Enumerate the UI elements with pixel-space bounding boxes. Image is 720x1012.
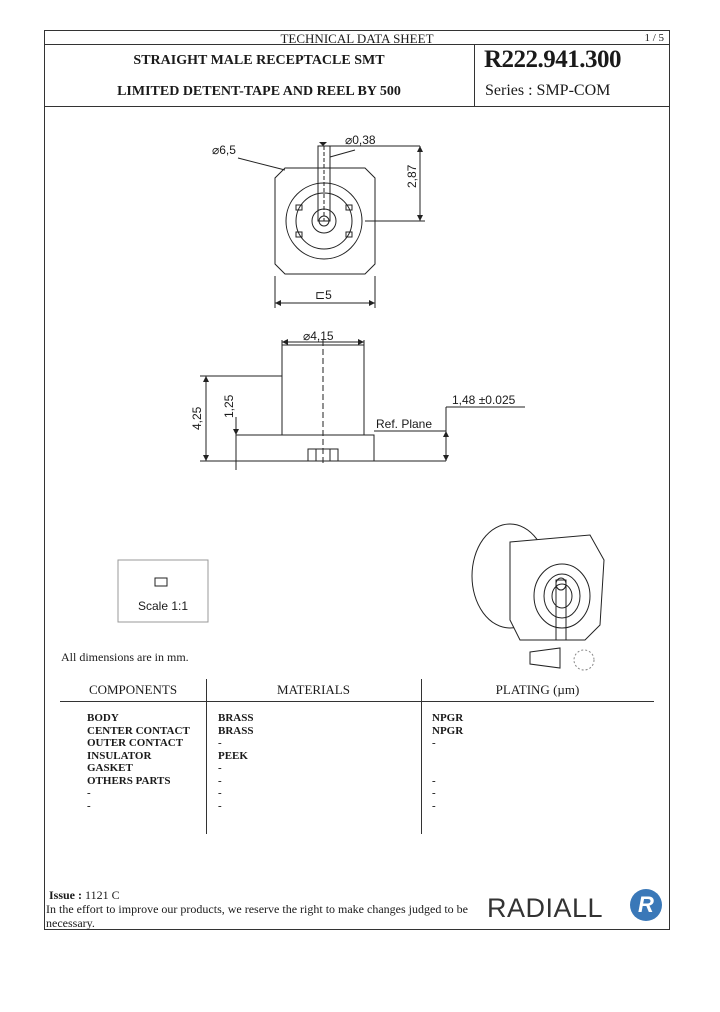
table-cell: BRASS xyxy=(218,724,254,737)
table-column-components: BODY CENTER CONTACT OUTER CONTACT INSULA… xyxy=(87,712,190,812)
dim-square: ⊏5 xyxy=(315,288,332,302)
product-subtitle: LIMITED DETENT-TAPE AND REEL BY 500 xyxy=(117,84,401,99)
table-cell xyxy=(432,762,463,775)
table-cell: BODY xyxy=(87,712,119,724)
table-cell xyxy=(432,750,463,763)
square-symbol-icon: ⊏ xyxy=(315,288,326,302)
dim-diameter-body: ⌀6,5 xyxy=(212,143,236,157)
page-number: 1 / 5 xyxy=(644,32,664,44)
table-cell: PEEK xyxy=(218,749,248,762)
sheet-title: TECHNICAL DATA SHEET xyxy=(280,31,434,46)
dim-ref-plane: 1,48 ±0.025 xyxy=(452,393,516,407)
table-cell: OTHERS PARTS xyxy=(87,774,171,787)
series-label: Series : SMP-COM xyxy=(485,82,611,99)
diameter-symbol-icon: ⌀ xyxy=(212,143,220,157)
table-cell: - xyxy=(218,762,222,774)
table-cell: - xyxy=(87,799,91,812)
ref-plane-label: Ref. Plane xyxy=(376,417,433,431)
issue-label: Issue : xyxy=(49,888,83,902)
datasheet-frame xyxy=(44,30,670,930)
table-cell: BRASS xyxy=(218,712,254,724)
issue-value: 1121 C xyxy=(85,888,120,902)
header-divider-bottom xyxy=(44,106,670,107)
table-cell: - xyxy=(218,787,222,799)
header-divider-top xyxy=(44,44,670,45)
dim-pin-height: 2,87 xyxy=(405,164,419,188)
table-cell: OUTER CONTACT xyxy=(87,737,184,749)
table-cell: - xyxy=(432,774,436,787)
table-cell: NPGR xyxy=(432,712,464,724)
table-column-divider-2 xyxy=(421,679,422,834)
header-divider-vertical xyxy=(474,44,475,106)
issue-line: Issue : 1121 C xyxy=(49,888,120,903)
table-header-plating: PLATING (µm) xyxy=(495,682,580,697)
part-number: R222.941.300 xyxy=(484,46,622,73)
table-cell: INSULATOR xyxy=(87,749,152,762)
side-view-flange xyxy=(235,434,375,462)
table-cell: - xyxy=(87,787,91,799)
table-cell: CENTER CONTACT xyxy=(87,724,190,737)
table-column-materials: BRASS BRASS - PEEK - - - - xyxy=(218,712,253,812)
dim-diameter-pin: ⌀0,38 xyxy=(345,133,376,147)
top-view-contact-ring xyxy=(295,192,353,250)
radiall-logo-mark-icon: R xyxy=(630,889,662,921)
top-view-body xyxy=(274,167,376,275)
diameter-symbol-icon: ⌀ xyxy=(345,133,353,147)
disclaimer: In the effort to improve our products, w… xyxy=(46,902,468,930)
dim-flange-height: 1,25 xyxy=(222,394,236,418)
diameter-symbol-icon: ⌀ xyxy=(303,329,311,343)
table-cell: - xyxy=(218,774,222,787)
product-title: STRAIGHT MALE RECEPTACLE SMT xyxy=(133,53,385,68)
table-cell: - xyxy=(432,737,436,749)
table-cell: - xyxy=(218,737,222,749)
scale-label: Scale 1:1 xyxy=(137,599,189,613)
dimensions-note: All dimensions are in mm. xyxy=(61,650,189,664)
scale-box xyxy=(117,559,209,623)
table-cell: - xyxy=(218,799,222,812)
table-cell: - xyxy=(432,799,436,812)
table-column-divider-1 xyxy=(206,679,207,834)
table-header-materials: MATERIALS xyxy=(277,682,350,697)
radiall-logo: RADIALL xyxy=(487,893,604,923)
table-header-components: COMPONENTS xyxy=(88,682,178,697)
dim-total-height: 4,25 xyxy=(190,406,204,430)
table-cell: GASKET xyxy=(87,762,133,774)
table-cell: - xyxy=(432,787,436,799)
table-column-plating: NPGR NPGR - - - - xyxy=(432,712,463,812)
table-cell: NPGR xyxy=(432,724,464,737)
dim-diameter-side: ⌀4,15 xyxy=(303,329,334,343)
table-header-line xyxy=(60,701,654,702)
